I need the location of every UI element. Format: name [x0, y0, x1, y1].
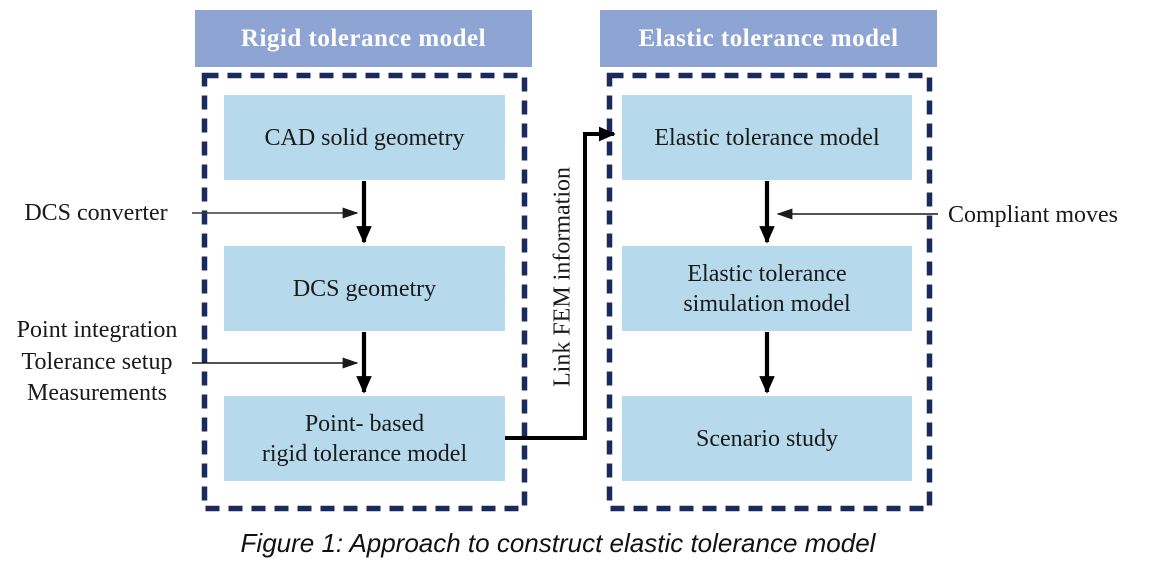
box-elastic-tolerance-model: Elastic tolerance model [622, 95, 912, 180]
box-elastic-tolerance-simulation-model: Elastic tolerance simulation model [622, 246, 912, 331]
figure-caption: Figure 1: Approach to construct elastic … [240, 528, 876, 558]
box-cad-solid-geometry: CAD solid geometry [224, 95, 505, 180]
label-compliant-moves: Compliant moves [948, 202, 1118, 228]
box-dcs-geometry: DCS geometry [224, 246, 505, 331]
rigid-panel-header: Rigid tolerance model [195, 10, 532, 67]
elastic-panel-header: Elastic tolerance model [600, 10, 937, 67]
connector-link-fem [505, 126, 616, 440]
label-rigid-inputs: Point integration Tolerance setup Measur… [16, 317, 178, 407]
elastic-panel-dashed-border [606, 72, 933, 512]
rigid-panel-dashed-border [201, 72, 528, 512]
box-point-based-rigid-tolerance-model: Point- based rigid tolerance model [224, 396, 505, 481]
label-link-fem-information: Link FEM information [549, 167, 576, 387]
box-scenario-study: Scenario study [622, 396, 912, 481]
label-dcs-converter: DCS converter [24, 200, 168, 226]
